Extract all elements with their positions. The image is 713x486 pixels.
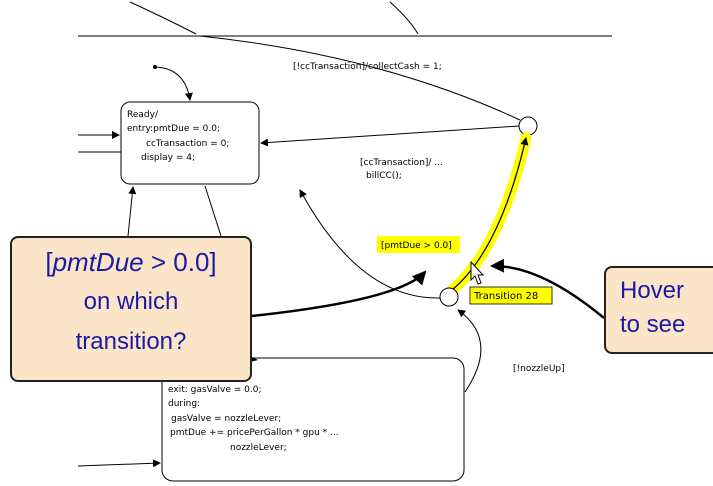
default-transition[interactable]	[154, 66, 193, 101]
ready-line-1: Ready/	[127, 110, 159, 120]
junction-bottom[interactable]	[439, 287, 459, 307]
callout-right-line2: to see	[620, 311, 686, 338]
transition-junction-to-ready[interactable]	[299, 189, 441, 299]
callout-bottom-arrow	[250, 356, 258, 362]
callout-left-pointer	[251, 270, 427, 318]
transition-nozzle-up[interactable]	[457, 309, 482, 393]
bottom-line-5: nozzleLever;	[230, 443, 287, 453]
callout-right-pointer	[490, 258, 605, 319]
bottom-line-4: pmtDue += pricePerGallon * gpu * ...	[170, 428, 339, 438]
transition-collect-cash[interactable]	[199, 35, 521, 121]
label-cc-transaction: [ccTransaction]/ ...	[360, 158, 443, 168]
callout-left-line2: on which	[83, 288, 179, 315]
bracket-open: [	[45, 247, 53, 277]
label-bill-cc: billCC();	[366, 171, 402, 181]
ready-line-2: entry:pmtDue = 0.0;	[127, 124, 220, 134]
ready-down-line	[204, 185, 222, 237]
state-bottom[interactable]	[161, 357, 465, 482]
bottom-line-1: exit: gasValve = 0.0;	[168, 385, 262, 395]
label-collect-cash: [!ccTransaction]/collectCash = 1;	[293, 62, 442, 72]
condition-var: pmtDue	[52, 247, 144, 277]
transition-28[interactable]	[451, 137, 529, 291]
state-ready[interactable]	[120, 101, 260, 185]
label-pmt-due-highlight	[377, 236, 460, 253]
ready-to-callout-arrow	[127, 186, 137, 237]
top-curve-right	[389, 1, 419, 35]
bottom-line-3: gasValve = nozzleLever;	[171, 414, 281, 424]
bottom-line-2: during:	[168, 399, 200, 409]
tooltip-box	[469, 286, 553, 305]
junction-top-right[interactable]	[518, 116, 538, 136]
ready-line-3: ccTransaction = 0;	[146, 139, 229, 149]
callout-left: [pmtDue > 0.0] on which transition?	[10, 236, 252, 382]
callout-left-line3: transition?	[75, 328, 187, 355]
ready-line-4: display = 4;	[141, 153, 195, 163]
mouse-cursor-icon	[470, 260, 485, 285]
condition-rest: > 0.0]	[143, 247, 217, 277]
callout-left-condition: [pmtDue > 0.0]	[12, 242, 250, 282]
top-curve-left	[129, 1, 197, 35]
label-pmt-due[interactable]: [pmtDue > 0.0]	[381, 241, 452, 251]
tooltip-text: Transition 28	[473, 291, 538, 302]
transition-cc-to-ready[interactable]	[260, 125, 520, 147]
label-nozzle-up: [!nozzleUp]	[513, 364, 565, 374]
incoming-arrow-bottom	[77, 459, 161, 468]
callout-right: Hover to see	[604, 266, 713, 354]
callout-right-line1: Hover	[620, 277, 685, 304]
